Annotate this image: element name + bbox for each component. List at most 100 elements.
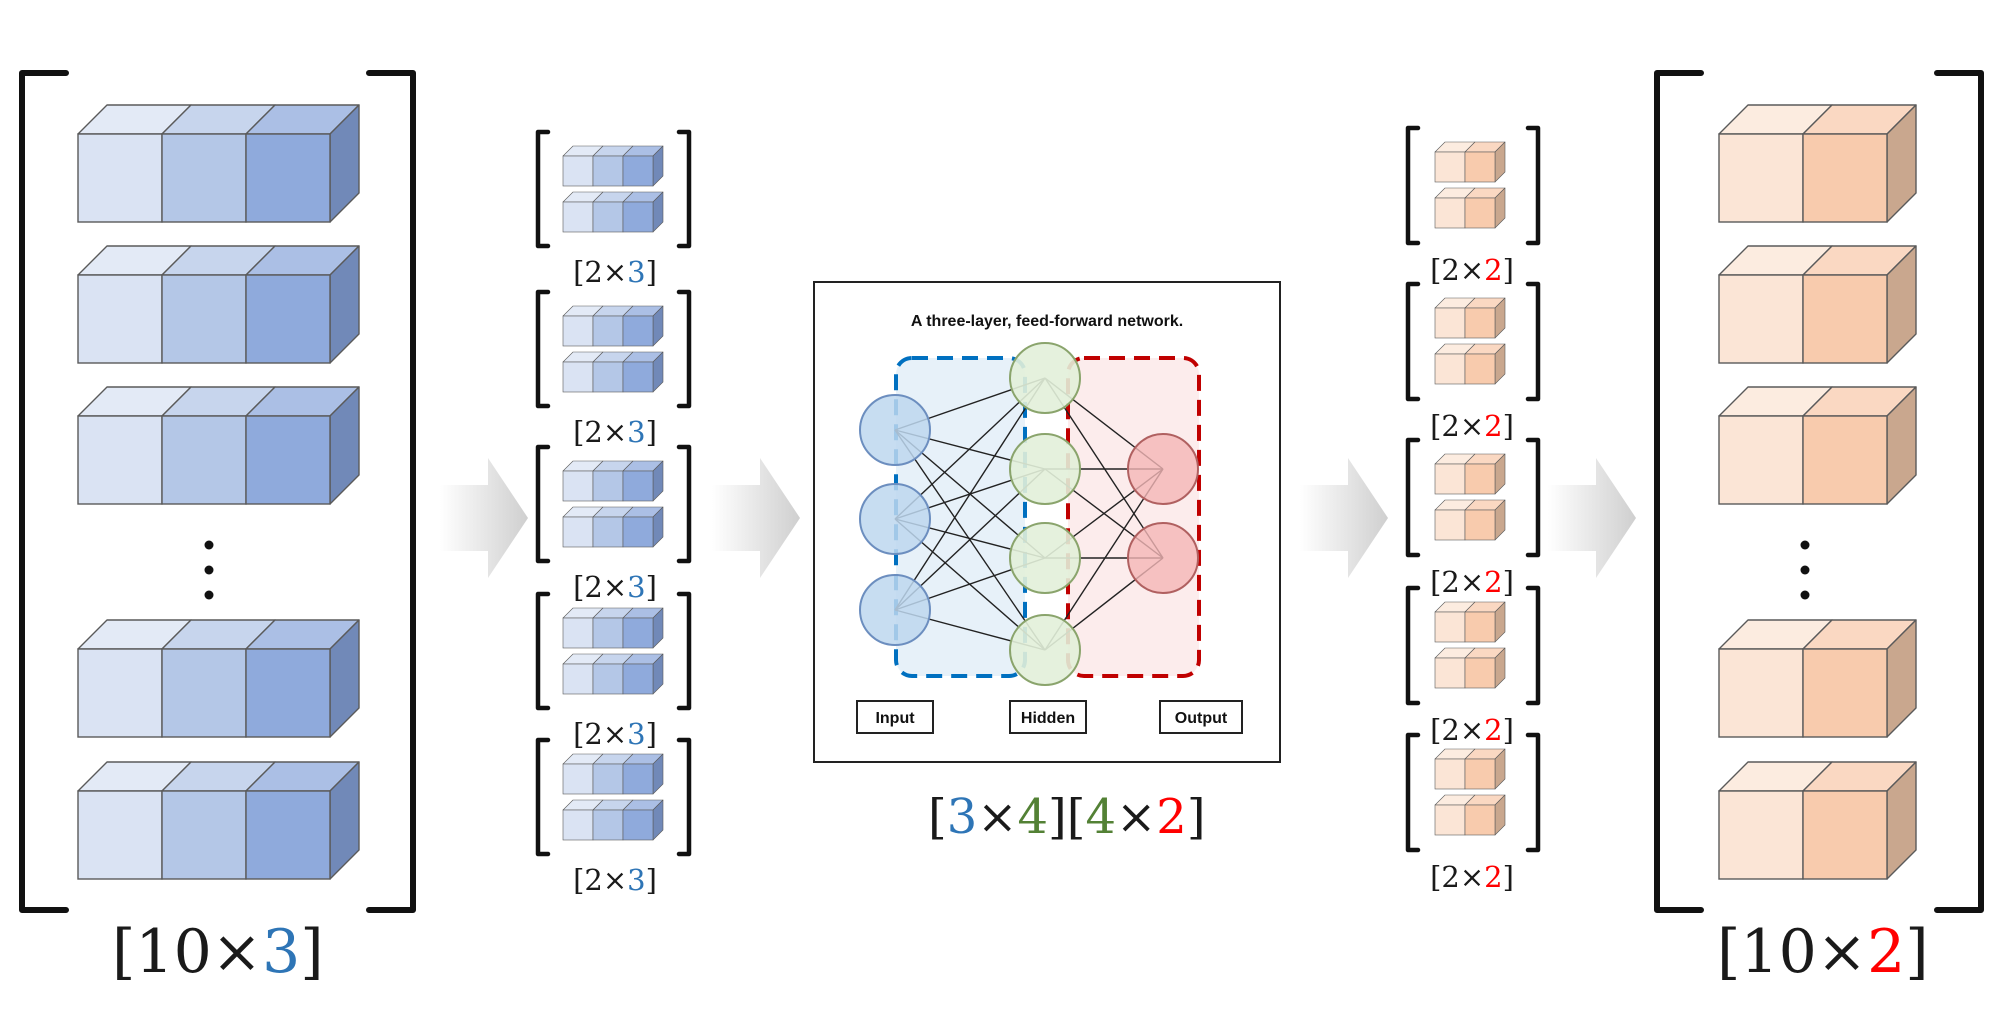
ellipsis-dot [1800, 565, 1810, 575]
batch-row [562, 506, 664, 548]
cube-front-face [1464, 509, 1496, 541]
label-part: × [1460, 860, 1484, 894]
bracket-left [1405, 437, 1421, 558]
cube-front-face [1718, 790, 1804, 880]
cube-front-face [562, 361, 594, 393]
times-sign: × [977, 789, 1018, 845]
cube-front-face [245, 648, 331, 738]
cube-front-face [562, 315, 594, 347]
ellipsis-dot [204, 565, 214, 575]
batch-row [562, 460, 664, 502]
input-node [859, 483, 931, 555]
flow-arrows [440, 458, 1636, 578]
hidden-output-group-box [1066, 356, 1201, 678]
flow-arrow [712, 458, 800, 578]
label-part: 2 [1441, 860, 1459, 894]
label-part: 2 [1484, 565, 1502, 599]
cube-front-face [562, 470, 594, 502]
edge [1044, 468, 1164, 651]
batch-shape-label: [2×2] [1430, 565, 1514, 599]
label-part: × [1460, 409, 1484, 443]
cube-front-face [161, 415, 247, 505]
label-part: [ [1430, 253, 1441, 287]
output-batch: [2×2] [1405, 437, 1541, 599]
label-part: ] [646, 255, 657, 289]
batch-row [562, 607, 664, 649]
bracket-right [1934, 70, 1984, 913]
output-matrix-label: [10×2] [1717, 922, 1929, 982]
input-layer-label: Input [875, 710, 915, 727]
bracket-right [1525, 125, 1541, 246]
cube-front-face [1464, 151, 1496, 183]
bracket-right [676, 444, 692, 564]
flow-arrow [1548, 458, 1636, 578]
cube-front-face [1434, 307, 1466, 339]
batch-row [562, 305, 664, 347]
cube-front-face [622, 763, 654, 795]
cube-front-face [592, 201, 624, 233]
input-batches: [2×3][2×3][2×3][2×3][2×3] [535, 129, 692, 897]
rows-value: 10 [1740, 917, 1817, 987]
cube-front-face [245, 274, 331, 364]
weight-b: 4 [1017, 789, 1049, 845]
cube-front-face [622, 361, 654, 393]
bracket-left [1405, 585, 1421, 706]
label-part: ] [646, 717, 657, 751]
bracket-left [1654, 70, 1704, 913]
cube-front-face [161, 790, 247, 880]
ellipsis-dot [1800, 540, 1810, 550]
cube-front-face [1464, 611, 1496, 643]
cube-front-face [1464, 307, 1496, 339]
batch-shape-label: [2×3] [573, 415, 657, 449]
cube-front-face [592, 361, 624, 393]
cube-front-face [77, 274, 163, 364]
label-part: ] [646, 863, 657, 897]
cube-front-face [77, 133, 163, 223]
cube-front-face [1434, 353, 1466, 385]
cube-front-face [161, 274, 247, 364]
data-row [1718, 386, 1917, 505]
label-part: × [603, 570, 627, 604]
bracket-right [366, 70, 416, 913]
label-part: 2 [584, 255, 602, 289]
cube-front-face [1718, 415, 1804, 505]
bracket-left [1405, 125, 1421, 246]
label-part: 3 [627, 570, 645, 604]
label-part: [ [1430, 860, 1441, 894]
cube-front-face [562, 617, 594, 649]
input-node [859, 394, 931, 466]
bracket-right [1525, 732, 1541, 853]
batch-row [1434, 343, 1506, 385]
batch-row [562, 753, 664, 795]
label-part: [ [573, 255, 584, 289]
label-part: ] [1503, 860, 1514, 894]
cube-front-face [592, 809, 624, 841]
label-part: × [603, 717, 627, 751]
times-sign: × [1116, 789, 1157, 845]
cube-front-face [622, 516, 654, 548]
output-batch: [2×2] [1405, 732, 1541, 894]
cube-front-face [1464, 197, 1496, 229]
label-part: ] [1503, 409, 1514, 443]
batch-shape-label: [2×2] [1430, 713, 1514, 747]
batch-row [1434, 794, 1506, 836]
cube-front-face [1434, 509, 1466, 541]
label-part: [ [573, 570, 584, 604]
label-part: 2 [584, 415, 602, 449]
batch-row [562, 145, 664, 187]
cube-front-face [1464, 804, 1496, 836]
bracket-left [1405, 281, 1421, 402]
label-part: × [1460, 713, 1484, 747]
cube-front-face [622, 315, 654, 347]
cube-front-face [592, 763, 624, 795]
label-part: ] [646, 415, 657, 449]
cube-front-face [1464, 657, 1496, 689]
cube-front-face [622, 470, 654, 502]
output-batch: [2×2] [1405, 585, 1541, 747]
cols-value: 2 [1867, 917, 1906, 987]
cube-front-face [1434, 151, 1466, 183]
label-part: 2 [1484, 253, 1502, 287]
cube-front-face [562, 663, 594, 695]
bracket-right [1525, 437, 1541, 558]
